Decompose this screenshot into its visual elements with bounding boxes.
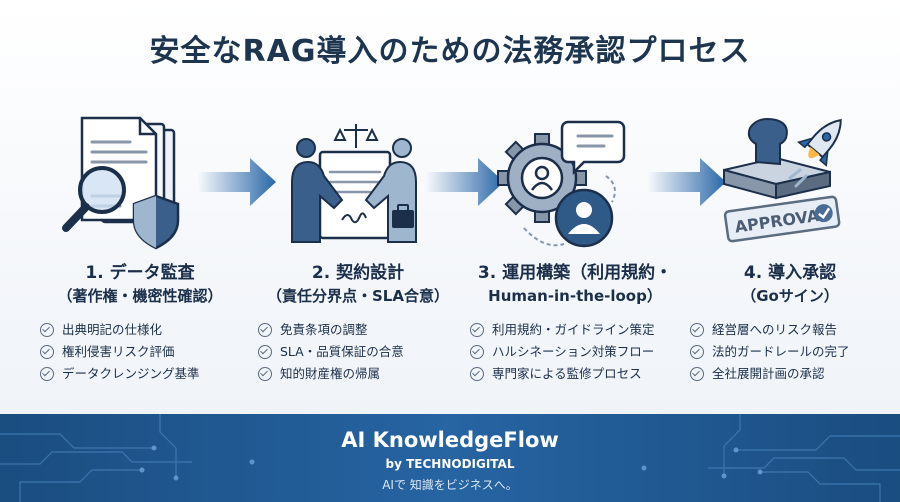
list-item: ハルシネーション対策フロー — [470, 341, 680, 363]
check-circle-icon — [690, 323, 704, 337]
check-circle-icon — [258, 367, 272, 381]
approval-stamp-rocket-icon: APPROVAL — [723, 118, 842, 243]
step-title: 4. 導入承認 — [743, 263, 837, 283]
brand-tagline: AIで 知識をビジネスへ。 — [382, 478, 518, 492]
list-item: 出典明記の仕様化 — [40, 319, 240, 341]
circuit-pattern-icon — [0, 414, 900, 502]
check-circle-icon — [470, 345, 484, 359]
check-circle-icon — [470, 323, 484, 337]
brand-name: AI KnowledgeFlow — [341, 428, 559, 452]
list-item: データクレンジング基準 — [40, 363, 240, 385]
step-subtitle: Human-in-the-loop） — [488, 287, 662, 305]
list-item: 権利侵害リスク評価 — [40, 341, 240, 363]
arrow-right-icon — [198, 158, 276, 206]
check-circle-icon — [40, 323, 54, 337]
step-subtitle: （Goサイン） — [741, 287, 839, 305]
step-subtitle: （著作権・機密性確認） — [57, 287, 223, 305]
handshake-contract-icon — [291, 124, 417, 243]
document-search-shield-icon — [62, 116, 180, 250]
arrow-right-icon — [426, 158, 504, 206]
check-circle-icon — [258, 345, 272, 359]
check-circle-icon — [690, 367, 704, 381]
step-operations: 3. 運用構築（利用規約・ Human-in-the-loop） 利用規約・ガイ… — [470, 262, 680, 385]
list-item: 知的財産権の帰属 — [258, 363, 458, 385]
step-title: 3. 運用構築（利用規約・ — [477, 263, 673, 283]
list-item: SLA・品質保証の合意 — [258, 341, 458, 363]
check-circle-icon — [40, 367, 54, 381]
process-icon-row: APPROVAL — [0, 112, 900, 262]
checklist: 利用規約・ガイドライン策定 ハルシネーション対策フロー 専門家による監修プロセス — [470, 319, 680, 385]
step-data-audit: 1. データ監査 （著作権・機密性確認） 出典明記の仕様化 権利侵害リスク評価 … — [40, 262, 240, 385]
page-title: 安全なRAG導入のための法務承認プロセス — [149, 34, 751, 69]
list-item: 専門家による監修プロセス — [470, 363, 680, 385]
list-item: 免責条項の調整 — [258, 319, 458, 341]
list-item: 全社展開計画の承認 — [690, 363, 890, 385]
check-circle-icon — [40, 345, 54, 359]
check-circle-icon — [258, 323, 272, 337]
step-approval: 4. 導入承認 （Goサイン） 経営層へのリスク報告 法的ガードレールの完了 全… — [690, 262, 890, 385]
list-item: 法的ガードレールの完了 — [690, 341, 890, 363]
gear-people-chat-icon — [497, 120, 626, 248]
list-item: 利用規約・ガイドライン策定 — [470, 319, 680, 341]
step-subtitle: （責任分界点・SLA合意） — [267, 287, 449, 305]
checklist: 免責条項の調整 SLA・品質保証の合意 知的財産権の帰属 — [258, 319, 458, 385]
brand-byline: by TECHNODIGITAL — [385, 457, 515, 471]
checklist: 出典明記の仕様化 権利侵害リスク評価 データクレンジング基準 — [40, 319, 240, 385]
arrow-right-icon — [648, 158, 726, 206]
step-contract-design: 2. 契約設計 （責任分界点・SLA合意） 免責条項の調整 SLA・品質保証の合… — [258, 262, 458, 385]
check-circle-icon — [470, 367, 484, 381]
step-title: 1. データ監査 — [85, 263, 195, 283]
check-circle-icon — [690, 345, 704, 359]
list-item: 経営層へのリスク報告 — [690, 319, 890, 341]
step-title: 2. 契約設計 — [311, 263, 405, 283]
footer-banner: AI KnowledgeFlow by TECHNODIGITAL AIで 知識… — [0, 414, 900, 502]
checklist: 経営層へのリスク報告 法的ガードレールの完了 全社展開計画の承認 — [690, 319, 890, 385]
